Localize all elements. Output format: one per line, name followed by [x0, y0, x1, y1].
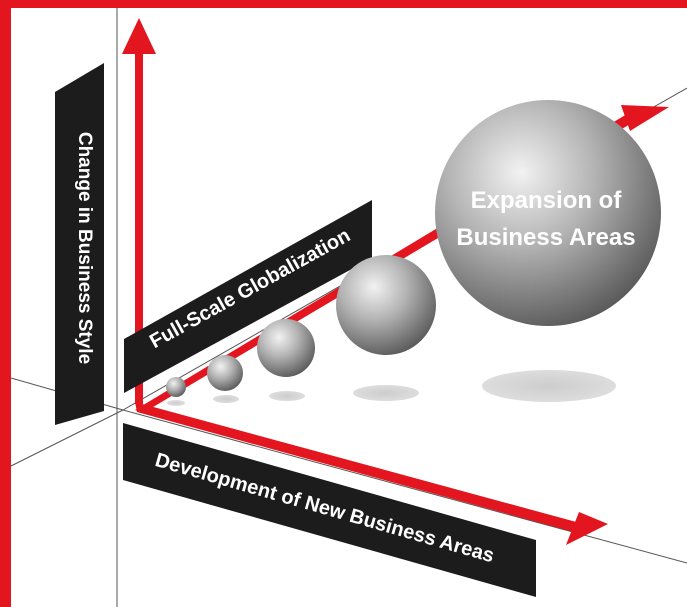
sphere-4 — [336, 255, 436, 355]
sphere-1 — [166, 377, 186, 397]
left-red-border — [0, 0, 11, 607]
diagonal-axis-label: Full-Scale Globalization — [146, 224, 354, 353]
sphere-2-shadow — [213, 395, 239, 403]
horizontal-axis-label: Development of New Business Areas — [153, 449, 497, 567]
sphere-label-line1: Expansion of — [471, 187, 623, 214]
vertical-label-band — [55, 63, 104, 425]
vertical-axis-label: Change in Business Style — [74, 132, 95, 364]
left-floor-line — [10, 409, 124, 467]
sphere-3 — [257, 319, 315, 377]
floor-guide-line — [122, 409, 687, 564]
horizontal-arrow-head — [566, 512, 608, 545]
top-red-border — [0, 0, 687, 8]
sphere-1-shadow — [167, 400, 185, 406]
vertical-arrow-head — [122, 18, 156, 54]
sphere-label-line2: Business Areas — [456, 224, 635, 251]
horizontal-red-axis — [135, 402, 580, 533]
sphere-4-shadow — [353, 385, 419, 401]
horizontal-label-band — [123, 423, 536, 597]
spheres — [166, 100, 661, 397]
diagonal-arrow-head — [621, 105, 669, 131]
sphere-5 — [435, 100, 661, 326]
sphere-shadows — [167, 370, 616, 406]
sphere-2 — [207, 355, 243, 391]
vertical-red-axis — [135, 50, 143, 404]
diagonal-label-band — [124, 200, 372, 393]
sphere-3-shadow — [269, 391, 305, 401]
sphere-5-shadow — [482, 370, 616, 402]
